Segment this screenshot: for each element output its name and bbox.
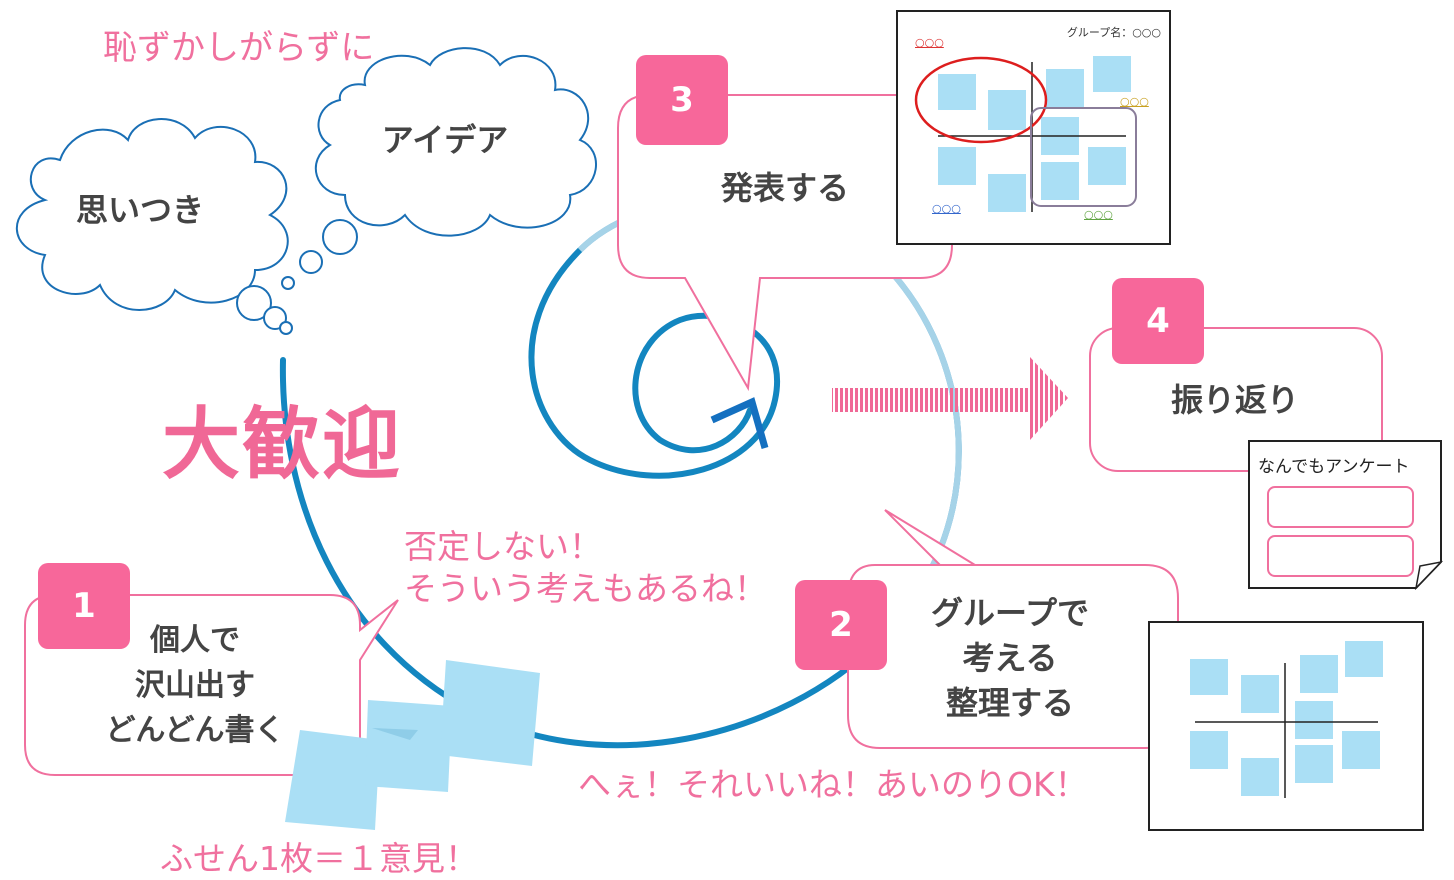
- board-top-tag-yellow: ○○○: [1120, 95, 1149, 108]
- board-bottom: [1148, 621, 1424, 831]
- step2-badge: 2: [795, 580, 887, 670]
- remark-no-deny-2: そういう考えもあるね！: [404, 569, 767, 608]
- step1-badge: 1: [38, 563, 130, 649]
- thought-cloud-right: [314, 47, 597, 237]
- step1-line3: どんどん書く: [105, 713, 285, 748]
- step2-line2: 考える: [962, 639, 1058, 677]
- cloud-left-label: 思いつき: [75, 191, 204, 229]
- striped-arrow: [832, 357, 1068, 440]
- board-top-group-name: グループ名：○○○: [1066, 26, 1161, 39]
- step4-label: 振り返り: [1170, 381, 1299, 419]
- thought-cloud-left: [15, 118, 289, 311]
- remark-agree: へぇ！それいいね！あいのりOK！: [578, 765, 1088, 804]
- board-top-tag-red: ○○○: [915, 36, 944, 49]
- remark-no-deny-1: 否定しない！: [404, 527, 602, 566]
- step1-line1: 個人で: [150, 623, 240, 658]
- thought-bubbles: [236, 219, 358, 335]
- cloud-right-label: アイデア: [381, 121, 509, 159]
- step3-badge: 3: [636, 55, 728, 145]
- step1-line2: 沢山出す: [135, 668, 255, 703]
- top-phrase: 恥ずかしがらずに: [103, 28, 375, 68]
- speech-bubble-2: [847, 509, 1179, 749]
- survey-sheet: なんでもアンケート: [1248, 440, 1443, 590]
- step2-line3: 整理する: [945, 684, 1074, 722]
- step4-badge: 4: [1112, 278, 1204, 364]
- step3-label: 発表する: [720, 169, 849, 207]
- board-top-tag-green: ○○○: [1084, 208, 1113, 221]
- step2-line1: グループで: [930, 594, 1090, 632]
- spiral-arrowhead: [710, 397, 769, 449]
- sticky-stack-1: [285, 660, 540, 830]
- board-top: グループ名：○○○ ○○○ ○○○ ○○○ ○○○: [896, 10, 1171, 245]
- big-welcome: 大歓迎: [162, 400, 403, 490]
- remark-sticky-rule: ふせん1枚＝１意見！: [160, 839, 478, 878]
- board-top-tag-blue: ○○○: [932, 202, 961, 215]
- survey-title: なんでもアンケート: [1258, 457, 1410, 477]
